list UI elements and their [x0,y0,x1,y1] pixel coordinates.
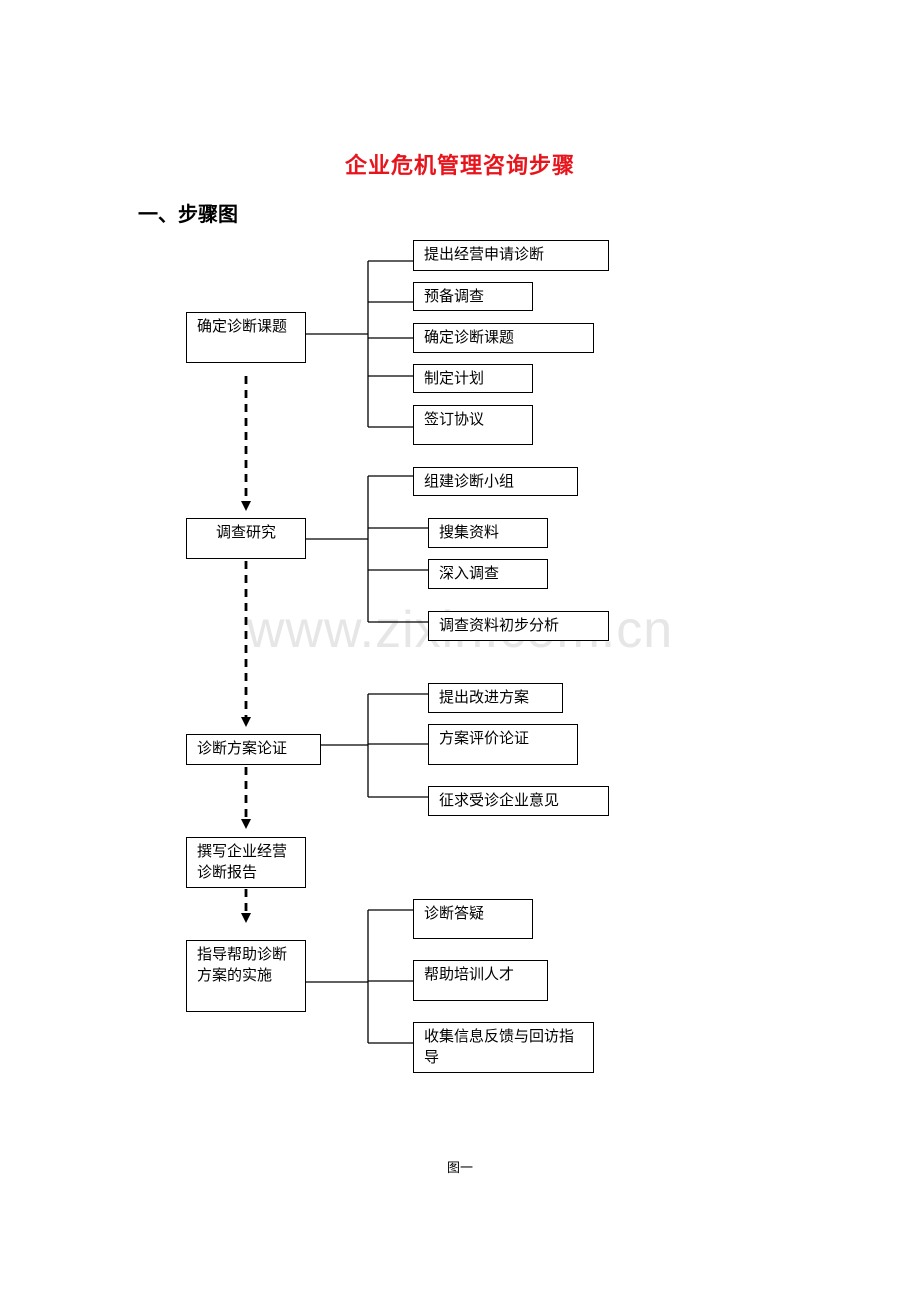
step-3-box: 诊断方案论证 [186,734,321,765]
substep-2-4: 调查资料初步分析 [428,611,609,641]
substep-1-2: 预备调查 [413,282,533,311]
step-5-box: 指导帮助诊断方案的实施 [186,940,306,1012]
substep-5-1: 诊断答疑 [413,899,533,939]
substep-5-2: 帮助培训人才 [413,960,548,1001]
page-title: 企业危机管理咨询步骤 [344,154,575,179]
substep-1-1: 提出经营申请诊断 [413,240,609,271]
section-heading: 一、步骤图 [138,202,238,226]
substep-1-5: 签订协议 [413,405,533,445]
substep-2-3: 深入调查 [428,559,548,589]
step-1-box: 确定诊断课题 [186,312,306,363]
substep-5-3: 收集信息反馈与回访指导 [413,1022,594,1073]
substep-3-2: 方案评价论证 [428,724,578,765]
substep-1-4: 制定计划 [413,364,533,393]
substep-3-3: 征求受诊企业意见 [428,786,609,816]
figure-caption: 图一 [446,1161,473,1176]
substep-2-2: 搜集资料 [428,518,548,548]
substep-2-1: 组建诊断小组 [413,467,578,496]
substep-3-1: 提出改进方案 [428,683,563,713]
step-2-box: 调查研究 [186,518,306,559]
step-4-box: 撰写企业经营诊断报告 [186,837,306,888]
substep-1-3: 确定诊断课题 [413,323,594,353]
